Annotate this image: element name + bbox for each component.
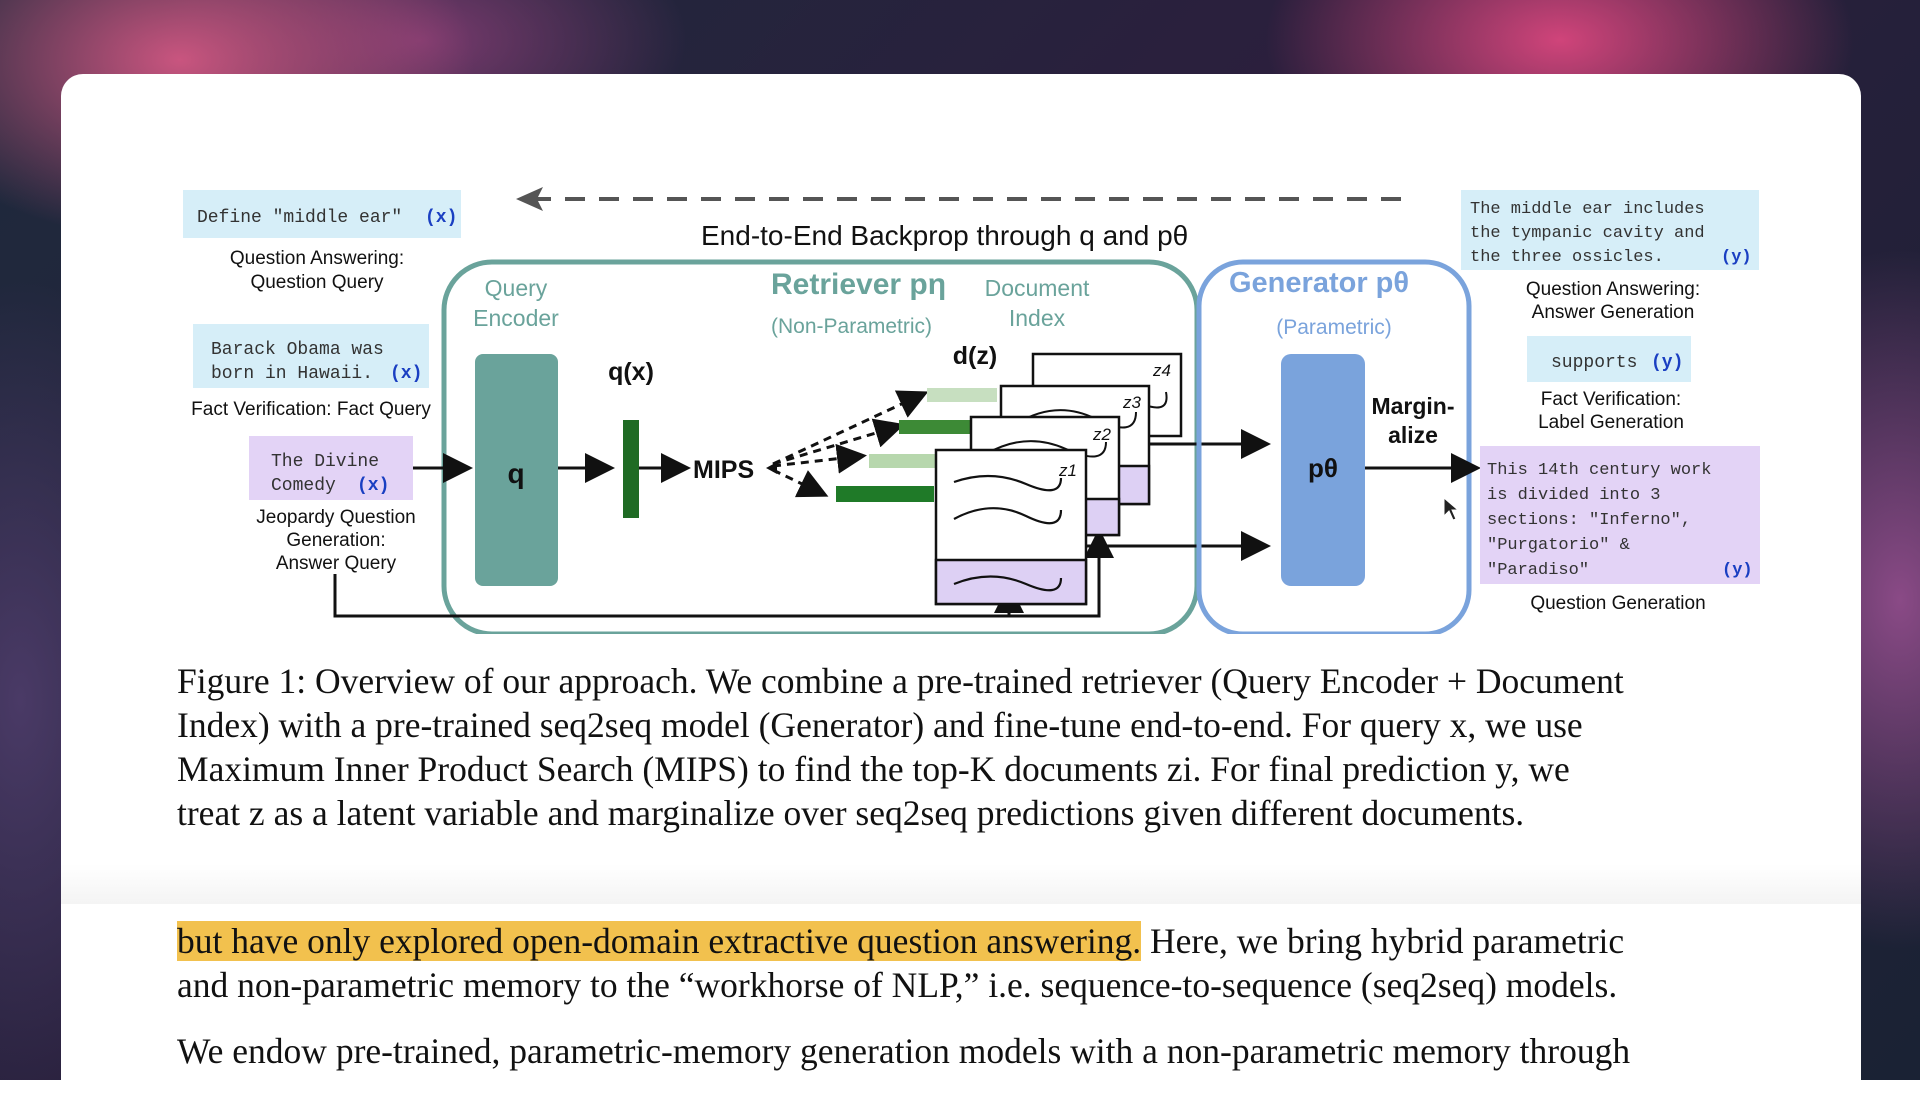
caption-line-4: treat z as a latent variable and margina…: [177, 793, 1525, 833]
output-jeopardy-tag: (y): [1722, 561, 1753, 580]
figure-caption: Figure 1: Overview of our approach. We c…: [177, 659, 1624, 835]
input-qa-tag: (x): [425, 208, 457, 228]
input-box-jeopardy: [249, 436, 413, 500]
output-qa-task-1: Question Answering:: [1526, 279, 1700, 300]
output-fact-task-2: Label Generation: [1538, 412, 1684, 433]
input-box-qa: [183, 190, 461, 238]
generator-symbol: pθ: [1308, 453, 1338, 483]
dz-label: d(z): [953, 342, 997, 370]
output-jeopardy-line5: "Paradiso": [1487, 561, 1589, 580]
query-encoder-symbol: q: [507, 458, 524, 489]
doc-embedding-2: [869, 454, 941, 468]
output-qa-task-2: Answer Generation: [1532, 302, 1695, 323]
document-index-label-2: Index: [1009, 305, 1066, 331]
retriever-title: Retriever pη: [771, 268, 946, 301]
svg-text:z3: z3: [1122, 393, 1142, 412]
input-qa-task-2: Question Query: [250, 272, 384, 293]
output-jeopardy-task: Question Generation: [1530, 593, 1705, 614]
generator-block: [1281, 354, 1365, 586]
input-jeopardy-line1: The Divine: [271, 452, 379, 472]
input-fact-line1: Barack Obama was: [211, 340, 384, 360]
svg-text:z2: z2: [1092, 425, 1112, 444]
input-fact-line2: born in Hawaii.: [211, 364, 373, 384]
output-fact-task-1: Fact Verification:: [1541, 389, 1681, 410]
retriever-subtitle: (Non-Parametric): [771, 315, 932, 338]
rag-overview-figure: End-to-End Backprop through q and pθ Def…: [183, 187, 1760, 634]
input-qa-text: Define "middle ear": [197, 208, 402, 228]
query-encoder-label-1: Query: [485, 275, 548, 301]
output-jeopardy-line4: "Purgatorio" &: [1487, 536, 1630, 555]
paper-page: End-to-End Backprop through q and pθ Def…: [61, 74, 1861, 1104]
output-qa-line2: the tympanic cavity and: [1470, 224, 1705, 243]
output-jeopardy-line2: is divided into 3: [1487, 486, 1660, 505]
query-encoder-label-2: Encoder: [473, 305, 559, 331]
mips-label: MIPS: [693, 456, 754, 484]
marginalize-label-1: Margin-: [1371, 393, 1454, 419]
caption-line-1: Figure 1: Overview of our approach. We c…: [177, 661, 1624, 701]
query-feedback-line: [333, 528, 1114, 618]
doc-embedding-3: [899, 420, 971, 434]
input-fact-task: Fact Verification: Fact Query: [191, 399, 431, 420]
input-jeopardy-task-2: Generation:: [286, 530, 385, 551]
output-box-fact: [1527, 336, 1691, 382]
generator-container: [1196, 259, 1472, 634]
paragraph-line-1-rest: Here, we bring hybrid parametric: [1141, 921, 1625, 961]
doc-embedding-4: [927, 388, 997, 402]
caption-line-3: Maximum Inner Product Search (MIPS) to f…: [177, 749, 1570, 789]
paragraph-line-1: but have only explored open-domain extra…: [177, 919, 1630, 963]
output-qa-line1: The middle ear includes: [1470, 200, 1705, 219]
document-index-label-1: Document: [985, 275, 1090, 301]
body-paragraph: but have only explored open-domain extra…: [177, 919, 1630, 1073]
mips-arrows: [772, 390, 929, 498]
mouse-pointer-icon: [1443, 496, 1460, 521]
input-jeopardy-tag: (x): [357, 476, 389, 496]
qx-label: q(x): [608, 358, 654, 386]
input-jeopardy-task-3: Answer Query: [276, 553, 397, 574]
output-qa-line3: the three ossicles.: [1470, 248, 1664, 267]
caption-line-2: Index) with a pre-trained seq2seq model …: [177, 705, 1583, 745]
paragraph-line-3: We endow pre-trained, parametric-memory …: [177, 1031, 1631, 1071]
svg-text:z4: z4: [1152, 361, 1171, 380]
qx-vector: [623, 420, 639, 518]
output-jeopardy-line1: This 14th century work: [1487, 461, 1711, 480]
generator-title: Generator pθ: [1229, 267, 1409, 299]
page-shading: [61, 864, 1861, 904]
output-box-qa: [1461, 190, 1759, 270]
output-fact-tag: (y): [1651, 353, 1683, 373]
svg-text:z1: z1: [1058, 461, 1077, 480]
input-fact-tag: (x): [390, 364, 422, 384]
output-jeopardy-line3: sections: "Inferno",: [1487, 511, 1691, 530]
marginalize-label-2: alize: [1388, 422, 1438, 448]
output-qa-tag: (y): [1721, 248, 1752, 267]
backprop-label: End-to-End Backprop through q and pθ: [701, 220, 1188, 251]
input-qa-task-1: Question Answering:: [230, 248, 404, 269]
paragraph-line-2: and non-parametric memory to the “workho…: [177, 965, 1618, 1005]
doc-embedding-1: [836, 486, 934, 502]
generator-subtitle: (Parametric): [1276, 316, 1392, 339]
input-jeopardy-task-1: Jeopardy Question: [256, 507, 416, 528]
input-jeopardy-line2: Comedy: [271, 476, 336, 496]
output-box-jeopardy: [1480, 446, 1760, 584]
document-z1: z1: [934, 448, 1088, 606]
query-encoder-block: [475, 354, 558, 586]
input-box-fact: [193, 324, 429, 388]
backprop-arrowhead: [516, 187, 543, 211]
output-fact-text: supports: [1551, 353, 1637, 373]
highlighted-text[interactable]: but have only explored open-domain extra…: [177, 921, 1142, 961]
